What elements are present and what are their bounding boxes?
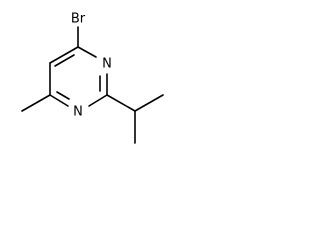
atom-label-nitrogen-top: N — [102, 57, 112, 72]
bond-c2-isopropyl-ch — [106, 94, 136, 112]
atom-label-nitrogen-bottom: N — [73, 105, 83, 120]
bond-n1-c2 — [88, 94, 108, 107]
bond-c6-n1 — [49, 94, 69, 107]
atom-label-bromine: Br — [71, 12, 86, 27]
bond-c6-n1-inner — [56, 91, 70, 100]
bond-c4-c5 — [49, 46, 79, 64]
bond-c6-methyl — [21, 94, 51, 112]
chemical-structure-diagram: Br N N — [21, 12, 164, 144]
bond-c4-c5-inner — [54, 54, 75, 67]
bond-isopropyl-methyl-top — [134, 94, 164, 112]
bond-n3-c4 — [77, 46, 97, 58]
